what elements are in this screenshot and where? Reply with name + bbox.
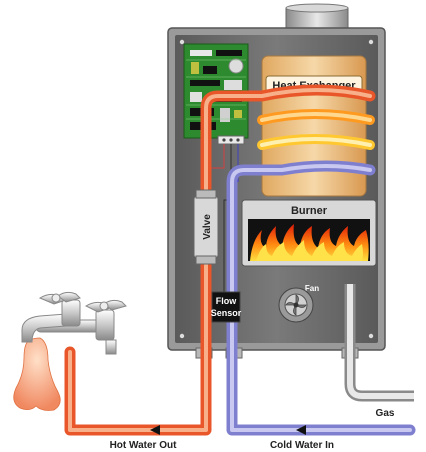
hot-water-pipe xyxy=(64,84,376,436)
flow-sensor-label-line1: Flow xyxy=(216,296,237,306)
hot-water-out-label: Hot Water Out xyxy=(110,440,178,451)
valve: Valve xyxy=(193,189,219,265)
gas-label: Gas xyxy=(376,408,395,419)
flame-icon xyxy=(250,224,369,261)
flow-sensor: Flow Sensor xyxy=(211,291,242,323)
burner-label: Burner xyxy=(291,205,328,217)
flow-sensor-label-line2: Sensor xyxy=(211,308,242,318)
fan-icon xyxy=(284,293,308,317)
fan-assembly: Fan xyxy=(278,284,319,323)
hot-handle xyxy=(38,291,81,305)
cold-water-arrow xyxy=(296,425,306,435)
cold-water-pipe xyxy=(226,160,416,436)
arrow-left-icon xyxy=(150,425,160,435)
faucet-icon xyxy=(21,291,127,355)
valve-label: Valve xyxy=(202,214,213,240)
cold-handle xyxy=(84,299,127,313)
hot-water-stream xyxy=(13,337,61,411)
cold-water-in-label: Cold Water In xyxy=(270,440,334,451)
fan-label: Fan xyxy=(305,284,319,293)
hot-water-arrow xyxy=(150,425,160,435)
heat-exchanger-coils xyxy=(257,109,375,150)
gas-pipe xyxy=(344,284,414,402)
burner: Burner xyxy=(241,199,377,267)
arrow-left-icon xyxy=(296,425,306,435)
